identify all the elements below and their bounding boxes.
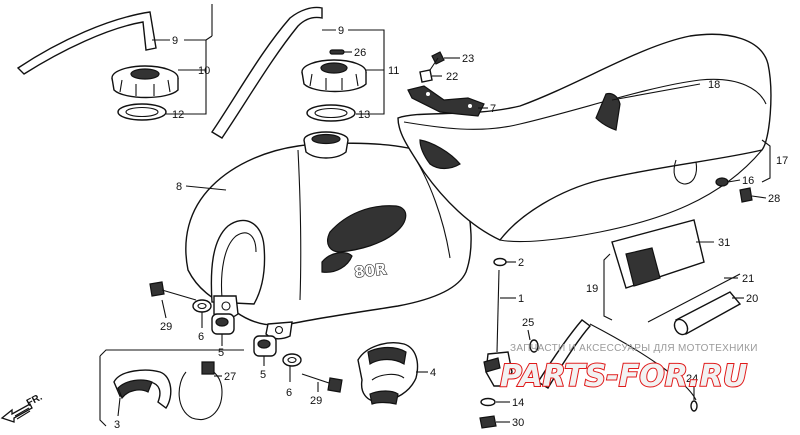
callout-29-right: 29 bbox=[310, 395, 322, 407]
seat-17 bbox=[397, 33, 772, 243]
callout-13: 13 bbox=[358, 109, 370, 121]
rubber-strap-3 bbox=[113, 369, 172, 410]
callout-27: 27 bbox=[224, 371, 236, 383]
tank-rubber-4 bbox=[357, 342, 419, 405]
callout-8: 8 bbox=[176, 181, 182, 193]
callout-25: 25 bbox=[522, 317, 534, 329]
bolt-30 bbox=[479, 415, 497, 429]
collar-22 bbox=[419, 69, 433, 83]
callout-16: 16 bbox=[742, 175, 754, 187]
bolt-28 bbox=[739, 187, 753, 203]
leader-lines bbox=[117, 4, 771, 423]
callout-14: 14 bbox=[512, 397, 524, 409]
callout-23: 23 bbox=[462, 53, 474, 65]
cap-gasket-12 bbox=[117, 103, 167, 121]
watermark: ЗАПЧАСТИ И АКСЕССУАРЫ ДЛЯ МОТОТЕХНИКИ PA… bbox=[499, 343, 758, 395]
washer-14 bbox=[480, 397, 496, 407]
tool-bag-31 bbox=[611, 219, 705, 289]
hose-clip-25 bbox=[529, 339, 539, 353]
bolt-23 bbox=[429, 51, 445, 71]
fuel-hose-left bbox=[16, 11, 157, 75]
callout-11: 11 bbox=[388, 65, 399, 77]
callout-18: 18 bbox=[708, 79, 720, 91]
fuel-cap-10 bbox=[111, 65, 179, 99]
callout-5-right: 5 bbox=[260, 369, 266, 381]
callout-7: 7 bbox=[490, 103, 496, 115]
fuel-tank-8: 80R bbox=[185, 131, 472, 340]
watermark-site: PARTS-FOR.RU bbox=[500, 359, 747, 394]
callout-10: 10 bbox=[198, 65, 210, 77]
hose-clip-24 bbox=[690, 400, 698, 412]
callout-19: 19 bbox=[586, 283, 598, 295]
front-direction-arrow: FR. bbox=[0, 392, 45, 423]
fuel-cap-11 bbox=[301, 59, 367, 93]
callout-1: 1 bbox=[518, 293, 524, 305]
callout-9-middle: 9 bbox=[338, 25, 344, 37]
callout-4: 4 bbox=[430, 367, 436, 379]
callout-22: 22 bbox=[446, 71, 458, 83]
bolt-29-right bbox=[301, 373, 343, 393]
callout-12: 12 bbox=[172, 109, 184, 121]
fuel-line-24 bbox=[537, 319, 697, 401]
callout-3: 3 bbox=[114, 419, 120, 431]
rubber-5-right bbox=[253, 335, 277, 357]
callout-29-left: 29 bbox=[160, 321, 172, 333]
callout-20: 20 bbox=[746, 293, 758, 305]
spark-plug-wrench-20 bbox=[673, 291, 742, 336]
clip-26 bbox=[329, 49, 345, 55]
callout-17: 17 bbox=[776, 155, 788, 167]
callout-26: 26 bbox=[354, 47, 366, 59]
callout-21: 21 bbox=[742, 273, 754, 285]
seat-bracket-7 bbox=[407, 85, 485, 117]
callout-28: 28 bbox=[768, 193, 780, 205]
fr-label: FR. bbox=[25, 392, 45, 409]
callout-24: 24 bbox=[686, 373, 698, 385]
fuel-valve-1 bbox=[483, 269, 513, 387]
collar-16 bbox=[715, 177, 729, 187]
fuel-hose-middle bbox=[211, 6, 323, 139]
callout-2: 2 bbox=[518, 257, 524, 269]
callout-6-right: 6 bbox=[286, 387, 292, 399]
tank-logo-text: 80R bbox=[353, 260, 388, 281]
tool-21 bbox=[647, 273, 741, 323]
cap-gasket-13 bbox=[306, 104, 356, 122]
watermark-caption: ЗАПЧАСТИ И АКСЕССУАРЫ ДЛЯ МОТОТЕХНИКИ bbox=[510, 343, 758, 354]
bolt-29-left bbox=[149, 281, 197, 301]
group-3-27-bracket bbox=[99, 349, 244, 427]
band-27 bbox=[178, 361, 223, 420]
callout-31: 31 bbox=[718, 237, 730, 249]
callout-30: 30 bbox=[512, 417, 524, 429]
callout-labels: 9 10 12 9 26 11 13 23 22 7 18 17 16 28 8… bbox=[114, 25, 788, 431]
collar-6-left bbox=[192, 299, 212, 313]
callout-5-left: 5 bbox=[218, 347, 224, 359]
rubber-5-left bbox=[211, 313, 235, 335]
callout-9-left: 9 bbox=[172, 35, 178, 47]
collar-6-right bbox=[282, 353, 302, 367]
callout-6-left: 6 bbox=[198, 331, 204, 343]
o-ring-2 bbox=[493, 257, 507, 267]
